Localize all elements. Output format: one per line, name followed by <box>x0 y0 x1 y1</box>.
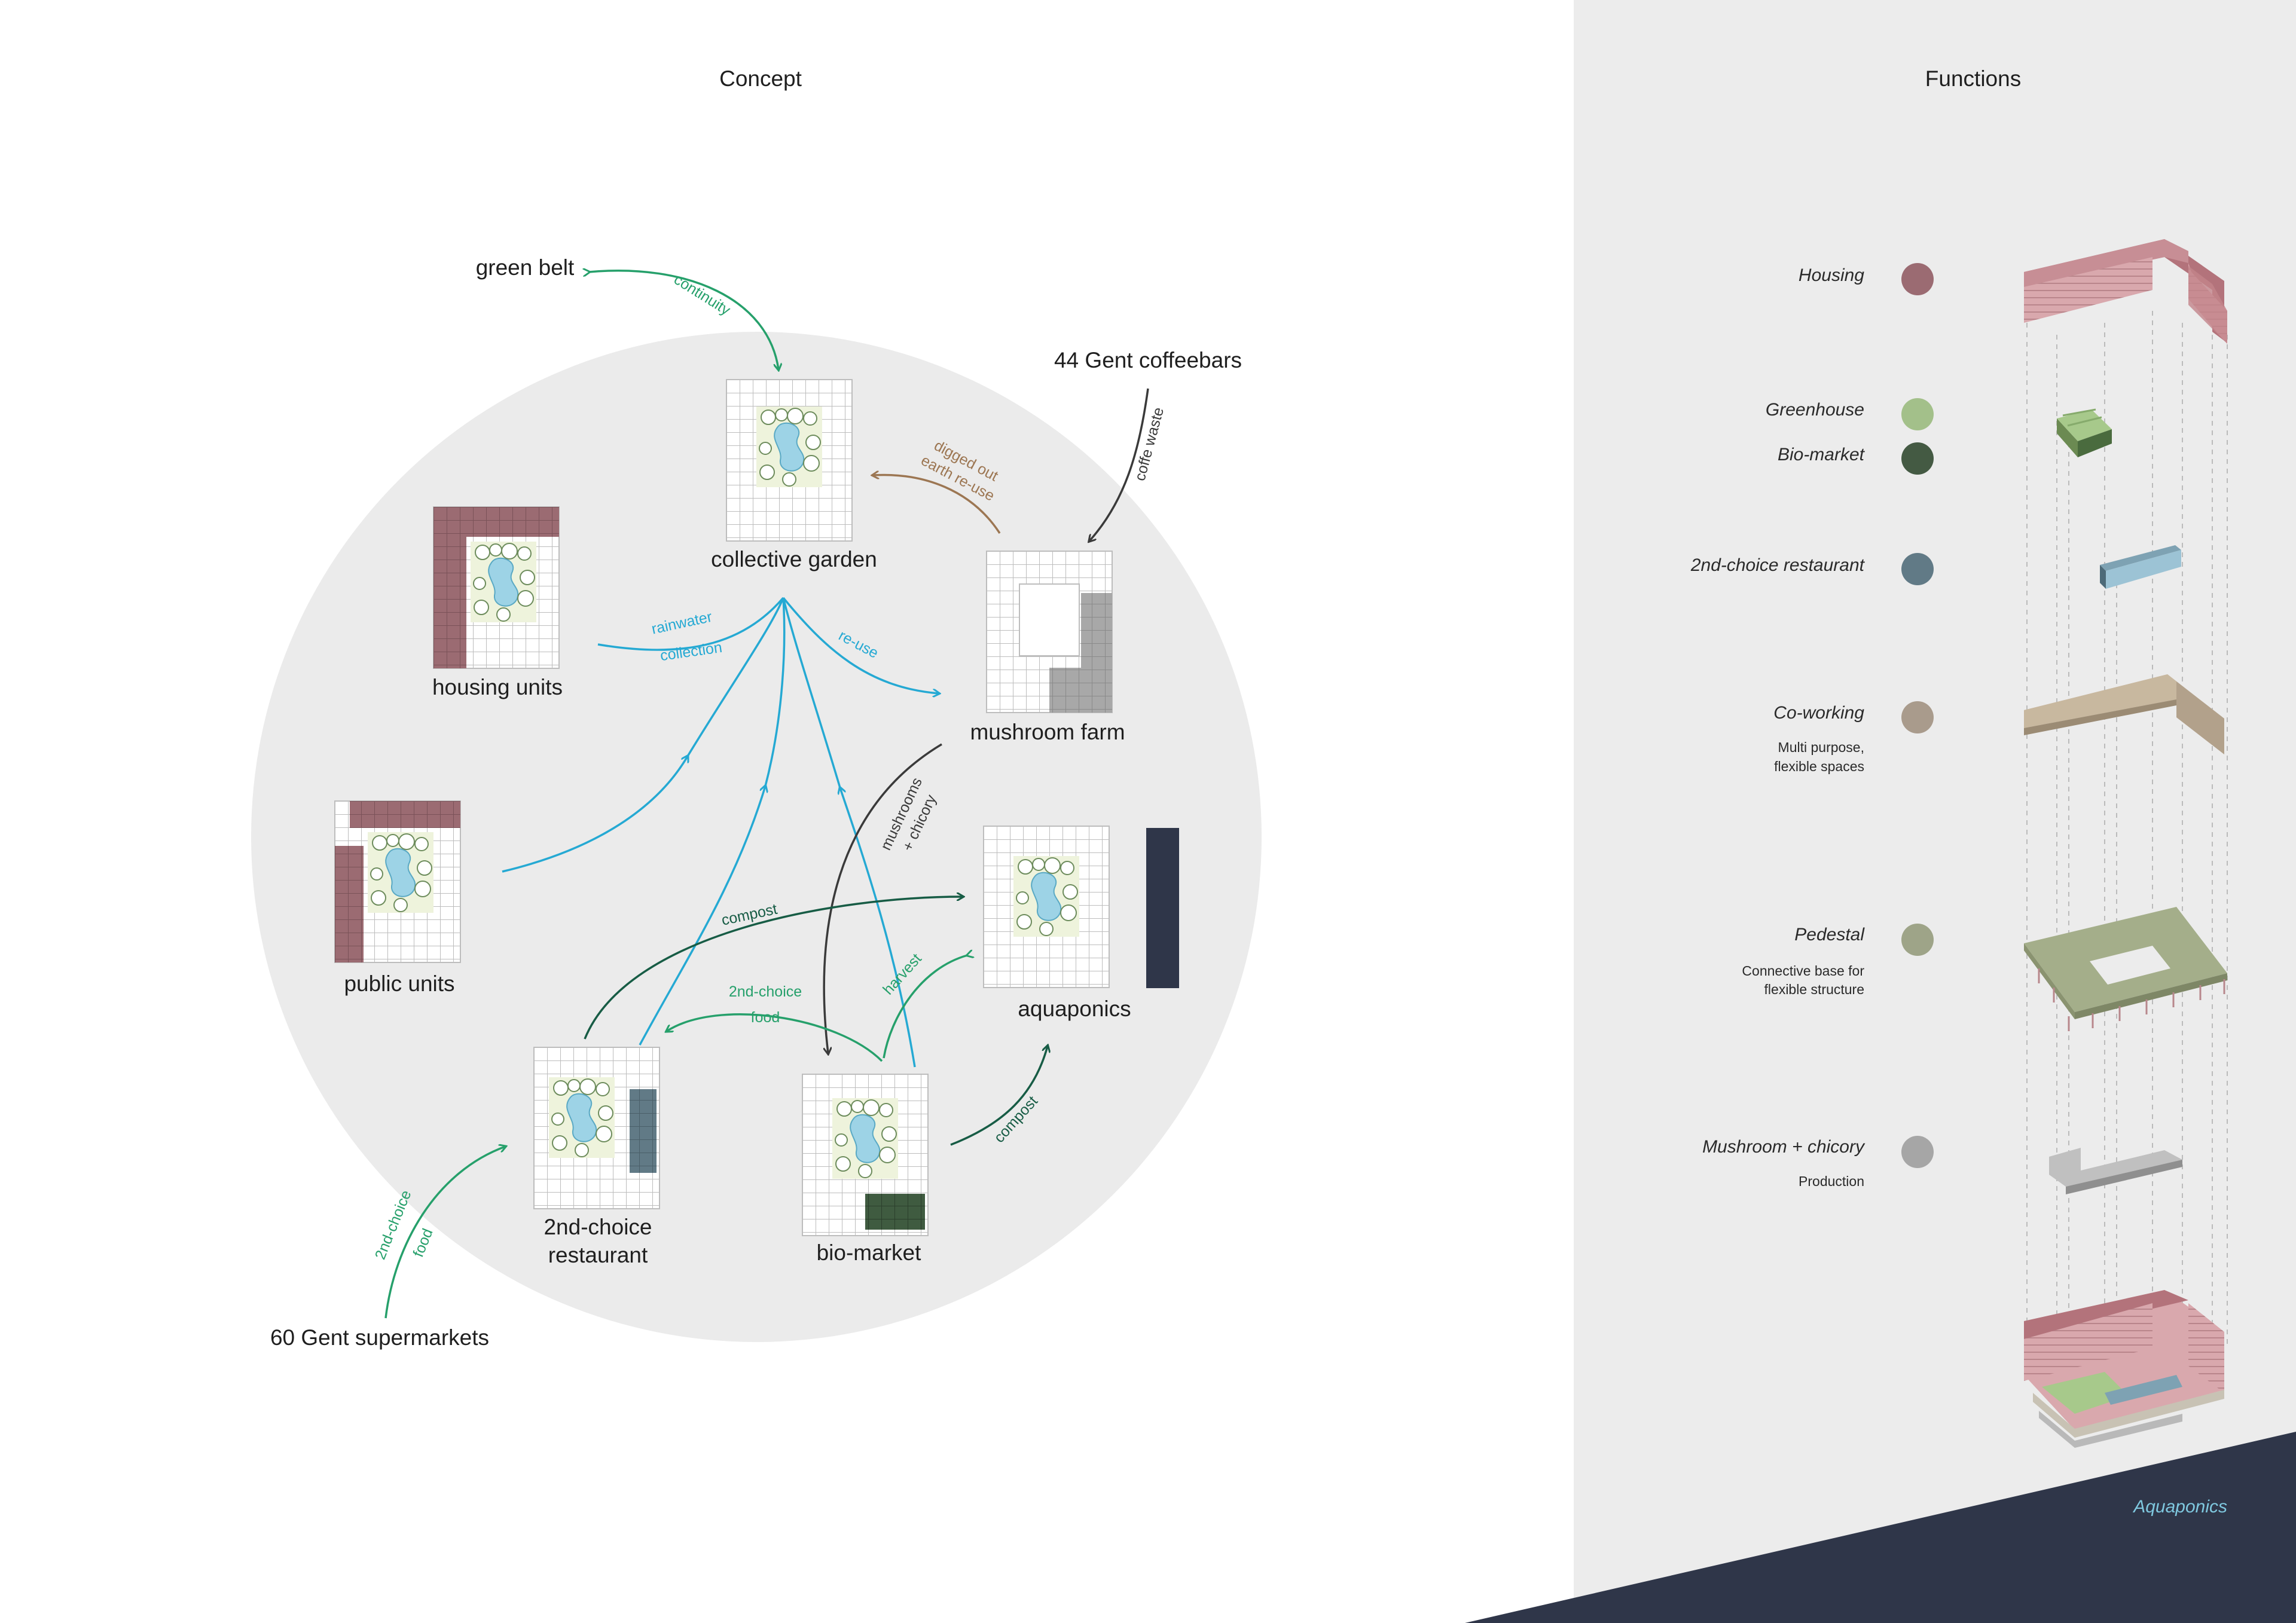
functions-title: Functions <box>1925 66 2021 91</box>
mushroom-farm-plan <box>986 551 1113 713</box>
supermarket-second-choice-label: 2nd-choice <box>372 1188 415 1262</box>
bio-market-plan <box>802 1074 929 1236</box>
legend-greenhouse: Greenhouse <box>1766 398 1934 430</box>
legend-pedestal-sub1: Connective base for <box>1742 963 1864 979</box>
axon-mushroom <box>2049 1148 2182 1194</box>
biomarket-water-arrow <box>840 788 916 1068</box>
functions-footer-band <box>1465 1432 2296 1623</box>
continuity-arrow <box>589 271 778 369</box>
legend-coworking-sub2: flexible spaces <box>1774 759 1864 774</box>
functions-footer-label: Aquaponics <box>2132 1497 2227 1517</box>
aquaponics-building-bar <box>1146 828 1179 988</box>
public-units-label: public units <box>344 971 454 996</box>
legend-pedestal-swatch <box>1901 924 1934 956</box>
legend-coworking-label: Co-working <box>1773 703 1864 723</box>
supermarkets-label: 60 Gent supermarkets <box>270 1325 489 1350</box>
food-label: food <box>751 1009 780 1026</box>
earth-reuse-arrow <box>873 475 1001 534</box>
green-belt-label: green belt <box>476 255 575 280</box>
aquaponics-label: aquaponics <box>1018 997 1131 1021</box>
legend-bio-market-swatch <box>1901 442 1934 475</box>
legend-mushroom-sub1: Production <box>1799 1173 1864 1189</box>
legend-coworking-sub1: Multi purpose, <box>1778 739 1864 755</box>
restaurant-water-arrow <box>639 786 765 1046</box>
legend-housing-label: Housing <box>1799 265 1864 285</box>
housing-units-plan <box>433 506 560 669</box>
harvest-arrow <box>883 955 967 1059</box>
reuse-arrow <box>782 597 939 693</box>
legend-mushroom-swatch <box>1901 1136 1934 1168</box>
legend-bio-market: Bio-market <box>1778 442 1934 475</box>
axon-housing <box>2024 239 2227 344</box>
second-choice-label: 2nd-choice <box>729 983 802 1000</box>
axon-pedestal <box>2024 907 2227 1031</box>
supermarket-food-label: food <box>410 1226 436 1260</box>
legend-greenhouse-swatch <box>1901 398 1934 430</box>
legend-restaurant: 2nd-choice restaurant <box>1690 553 1934 585</box>
public-units-plan <box>334 800 461 963</box>
restaurant-to-garden-line <box>764 597 786 787</box>
biomarket-to-garden-line <box>782 597 841 788</box>
housing-units-label: housing units <box>432 675 563 699</box>
legend-restaurant-swatch <box>1901 553 1934 585</box>
restaurant-plan <box>533 1047 660 1209</box>
legend-housing-swatch <box>1901 263 1934 295</box>
collective-garden-label: collective garden <box>711 547 877 571</box>
axon-combined <box>2024 1290 2224 1448</box>
legend-housing: Housing <box>1799 263 1934 295</box>
axon-coworking <box>2024 674 2224 754</box>
restaurant-label-line1: 2nd-choice <box>544 1215 652 1239</box>
second-choice-food-arrow <box>667 1013 883 1062</box>
legend-mushroom-label: Mushroom + chicory <box>1702 1137 1866 1157</box>
public-units-water-arrow <box>502 756 688 873</box>
legend-pedestal-sub2: flexible structure <box>1764 982 1864 997</box>
legend-bio-market-label: Bio-market <box>1778 445 1866 464</box>
restaurant-label-line2: restaurant <box>548 1243 648 1267</box>
legend-pedestal: Pedestal Connective base for flexible st… <box>1742 924 1934 997</box>
compost-bottom-arrow <box>950 1046 1048 1146</box>
legend-mushroom: Mushroom + chicory Production <box>1702 1136 1934 1189</box>
coffee-waste-arrow <box>1089 388 1149 541</box>
supermarket-food-arrow <box>384 1147 505 1319</box>
axon-restaurant <box>2100 545 2181 589</box>
public-to-garden-line <box>686 597 784 757</box>
legend-coworking: Co-working Multi purpose, flexible space… <box>1773 701 1934 774</box>
aquaponics-plan <box>983 826 1110 988</box>
legend-coworking-swatch <box>1901 701 1934 733</box>
mushrooms-arrow <box>823 743 942 1053</box>
compost-top-arrow <box>584 897 963 1040</box>
legend-greenhouse-label: Greenhouse <box>1766 400 1864 420</box>
concept-title: Concept <box>719 66 802 91</box>
rainwater-arrow <box>597 597 784 651</box>
legend-restaurant-label: 2nd-choice restaurant <box>1690 555 1866 575</box>
collective-garden-plan <box>726 379 853 542</box>
coffeebars-label: 44 Gent coffeebars <box>1054 348 1242 372</box>
axon-greenhouse <box>2057 408 2112 457</box>
bio-market-label: bio-market <box>817 1240 921 1265</box>
legend-pedestal-label: Pedestal <box>1794 925 1865 945</box>
mushroom-farm-label: mushroom farm <box>970 720 1125 744</box>
